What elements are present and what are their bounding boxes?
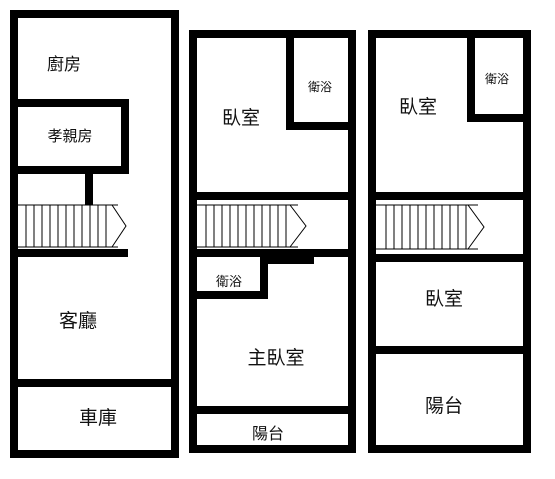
bedroom-label: 臥室 xyxy=(222,107,260,129)
elder-room-wall xyxy=(18,99,129,174)
balcony-label: 陽台 xyxy=(425,395,463,417)
bath-wall xyxy=(467,38,523,122)
floor-1-outer-wall xyxy=(10,10,179,458)
floor-1-plan xyxy=(10,10,179,458)
bath-lower-label: 衛浴 xyxy=(216,275,242,290)
floor-3-plan xyxy=(368,30,531,453)
balcony-label: 陽台 xyxy=(252,424,284,443)
bedroom-lower-label: 臥室 xyxy=(425,288,463,310)
floor-2-stairs xyxy=(197,204,307,248)
floor-3-outer-wall xyxy=(368,30,531,453)
floor-2-outer-wall xyxy=(189,30,356,453)
bath-label: 衛浴 xyxy=(485,72,509,86)
floor-1-stairs xyxy=(18,204,127,248)
bath-upper-wall xyxy=(286,38,348,130)
master-bedroom-label: 主臥室 xyxy=(247,347,304,369)
bedroom-upper-label: 臥室 xyxy=(399,96,437,118)
elder-room-label: 孝親房 xyxy=(47,127,92,145)
bath-lower-wall xyxy=(197,253,314,299)
living-room-label: 客廳 xyxy=(59,310,97,332)
bath-upper-label: 衛浴 xyxy=(308,80,332,94)
floor-2-plan xyxy=(189,30,356,453)
kitchen-label: 廚房 xyxy=(47,54,81,75)
garage-label: 車庫 xyxy=(79,407,117,429)
floor-3-stairs xyxy=(376,204,485,250)
